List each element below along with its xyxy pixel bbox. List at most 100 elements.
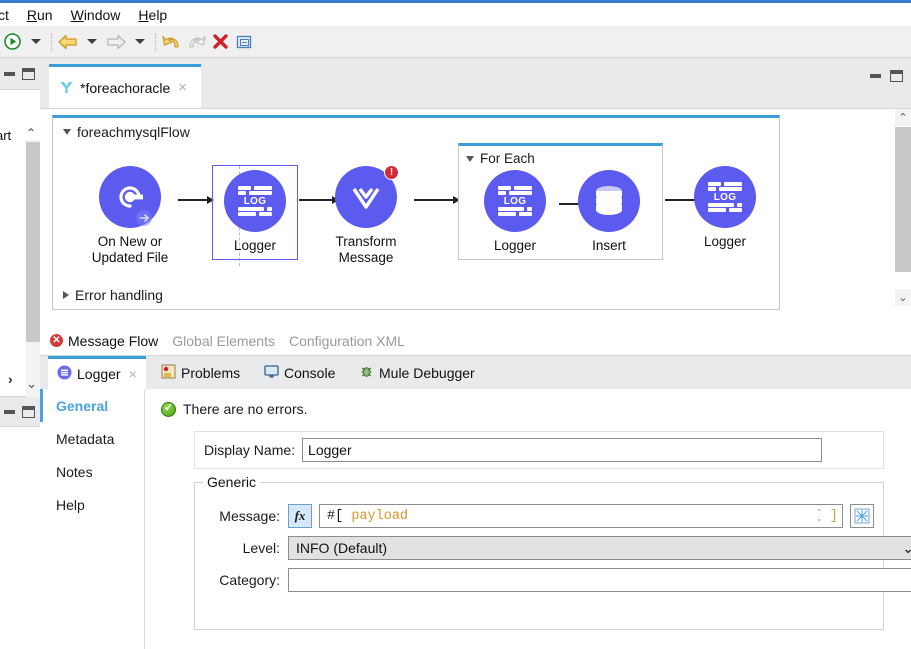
menu-item-run[interactable]: Run: [26, 6, 53, 23]
node-label: On New or Updated File: [82, 234, 178, 266]
tab-global-elements[interactable]: Global Elements: [172, 333, 275, 349]
close-icon[interactable]: ×: [128, 366, 137, 382]
collapse-triangle-icon[interactable]: [466, 155, 474, 162]
tab-global-elements-label: Global Elements: [172, 332, 275, 349]
editor-tab-foreachoracle[interactable]: *foreachoracle ×: [49, 64, 201, 108]
flow-canvas[interactable]: ⌃ ⌄ foreachmysqlFlow: [40, 108, 911, 327]
maximize-icon[interactable]: [22, 67, 35, 80]
chevron-down-icon[interactable]: ⌄: [902, 539, 911, 556]
tab-mule-debugger-label: Mule Debugger: [379, 364, 475, 381]
prop-nav-general-label: General: [56, 397, 109, 414]
expression-prefix: #[: [327, 508, 352, 524]
node-logger-trailing[interactable]: LOG Logger: [677, 166, 773, 250]
display-name-input[interactable]: [302, 438, 823, 462]
forward-arrow-icon[interactable]: [104, 29, 128, 55]
node-label: Insert: [592, 238, 626, 253]
problems-icon: [161, 364, 176, 382]
prop-nav-notes[interactable]: Notes: [40, 455, 144, 488]
tab-logger-label: Logger: [77, 366, 121, 382]
tab-message-flow[interactable]: ✕ Message Flow: [50, 333, 158, 349]
category-input[interactable]: [288, 568, 911, 592]
tab-mule-debugger[interactable]: Mule Debugger: [350, 356, 484, 389]
canvas-scroll-up-icon[interactable]: ⌃: [895, 109, 911, 126]
prop-nav-general[interactable]: General: [40, 389, 144, 422]
tab-message-flow-label: Message Flow: [68, 332, 159, 349]
redo-arrow-icon[interactable]: [184, 29, 208, 55]
status-message: There are no errors.: [161, 401, 308, 417]
editor-tab-bar: *foreachoracle ×: [40, 58, 911, 108]
menu-item-help[interactable]: Help: [138, 6, 168, 23]
ok-check-icon: [161, 401, 176, 417]
editor-minimize-icon[interactable]: [870, 74, 881, 78]
maximize-icon-2[interactable]: [22, 405, 35, 418]
tab-configuration-xml[interactable]: Configuration XML: [289, 333, 405, 349]
forward-dropdown-chevron-down-icon[interactable]: [128, 29, 152, 55]
flow-container[interactable]: foreachmysqlFlow: [52, 115, 780, 310]
expand-arrow-right-icon[interactable]: ›: [8, 371, 13, 387]
editor-maximize-icon[interactable]: [890, 70, 903, 82]
run-icon[interactable]: [0, 29, 24, 55]
node-transform-message[interactable]: ! Transform Message: [318, 165, 414, 266]
foreach-scope[interactable]: For Each LOG: [458, 143, 663, 260]
level-select[interactable]: INFO (Default) ⌄: [288, 536, 911, 560]
fx-button[interactable]: fx: [288, 504, 312, 528]
expression-stepper[interactable]: ⌃⌄: [815, 508, 823, 523]
node-logger-in-foreach[interactable]: LOG Logger: [467, 170, 563, 254]
prop-nav-help[interactable]: Help: [40, 488, 144, 521]
menu-item-project[interactable]: ct: [0, 5, 18, 25]
node-insert[interactable]: Insert: [561, 170, 657, 254]
left-panel2-body: ion: [0, 427, 40, 649]
back-dropdown-chevron-down-icon[interactable]: [80, 29, 104, 55]
prop-nav-metadata-label: Metadata: [56, 430, 115, 447]
mule-icon: [59, 80, 74, 95]
expression-closing-bracket: ]: [829, 508, 838, 524]
tab-console[interactable]: Console: [255, 356, 344, 389]
panel-icon[interactable]: [232, 29, 256, 55]
close-icon[interactable]: ×: [178, 79, 188, 96]
prop-nav-help-label: Help: [56, 496, 85, 513]
dataweave-editor-icon[interactable]: [850, 504, 874, 528]
bottom-tab-bar: Logger × Problems Console Mule Debugger: [40, 356, 911, 389]
left-panel2-header: [0, 397, 40, 427]
minimize-icon-2[interactable]: [4, 409, 15, 414]
logger-icon: [57, 365, 72, 383]
undo-arrow-icon[interactable]: [160, 29, 184, 55]
foreach-title[interactable]: For Each: [466, 151, 535, 166]
bottom-view: Logger × Problems Console Mule Debugger: [40, 356, 911, 649]
node-label: Logger: [703, 234, 747, 249]
back-arrow-icon[interactable]: [56, 29, 80, 55]
category-row: Category:: [195, 567, 911, 593]
node-label-line1: Transform: [335, 234, 397, 249]
canvas-scroll-down-icon[interactable]: ⌄: [895, 289, 911, 306]
prop-nav-metadata[interactable]: Metadata: [40, 422, 144, 455]
bug-icon: [359, 364, 374, 382]
tab-problems[interactable]: Problems: [152, 356, 249, 389]
tab-problems-label: Problems: [181, 364, 241, 381]
left-clipped-panel: art ⌃ ⌄ › ion: [0, 58, 40, 649]
properties-panel: General Metadata Notes Help There are no…: [40, 389, 911, 649]
editor-tab-label: *foreachoracle: [80, 79, 171, 96]
close-x-icon[interactable]: [208, 29, 232, 55]
canvas-scrollbar[interactable]: ⌃ ⌄: [895, 109, 911, 327]
chevron-down-icon[interactable]: ⌄: [26, 376, 37, 391]
canvas-scrollbar-thumb[interactable]: [895, 127, 911, 272]
expression-payload: payload: [351, 508, 409, 524]
properties-nav: General Metadata Notes Help: [40, 389, 145, 649]
chevron-up-icon[interactable]: ⌃: [25, 126, 36, 140]
main-toolbar: [0, 26, 911, 58]
left-panel-scrollbar-thumb[interactable]: [26, 142, 40, 342]
tab-logger[interactable]: Logger ×: [48, 356, 146, 389]
error-handling-section[interactable]: Error handling: [63, 287, 163, 303]
flow-title[interactable]: foreachmysqlFlow: [63, 124, 190, 140]
expand-triangle-icon[interactable]: [63, 291, 69, 299]
menu-item-window[interactable]: Window: [70, 6, 121, 23]
node-label-line2: Updated File: [91, 250, 169, 265]
node-on-new-or-updated-file[interactable]: On New or Updated File: [82, 166, 178, 266]
log-icon: LOG: [484, 170, 546, 232]
node-logger-selected[interactable]: LOG Logger: [212, 165, 298, 260]
run-dropdown-chevron-down-icon[interactable]: [24, 29, 48, 55]
minimize-icon[interactable]: [4, 71, 15, 76]
tab-console-label: Console: [284, 364, 336, 381]
message-expression-input[interactable]: #[ payload ⌃⌄ ]: [319, 504, 843, 528]
collapse-triangle-icon[interactable]: [63, 129, 71, 135]
